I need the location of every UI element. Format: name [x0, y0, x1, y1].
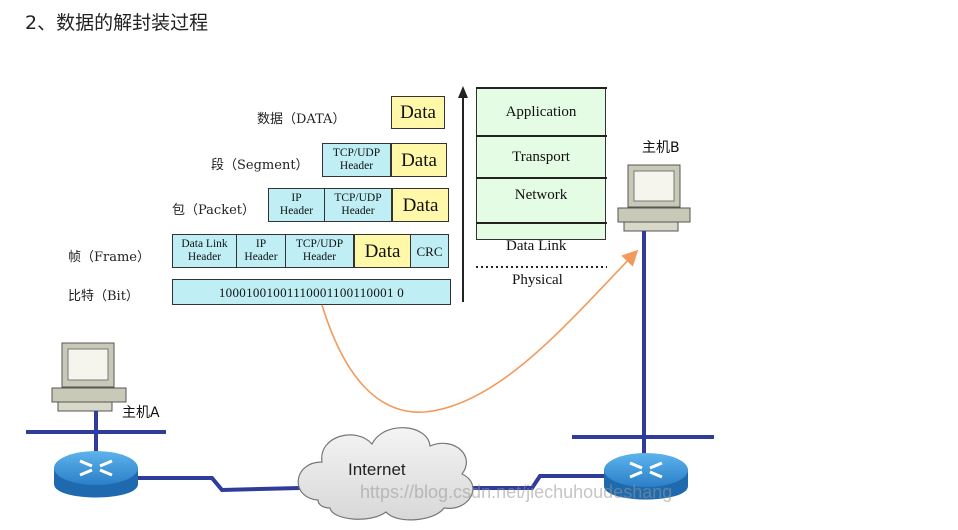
level-label-bit: 比特（Bit）: [68, 289, 139, 304]
wan-link-b: [458, 474, 604, 490]
data-cell: Data: [391, 96, 445, 129]
level-label-frame: 帧（Frame）: [68, 250, 151, 265]
computer-a-icon: [51, 342, 127, 412]
tcp-udp-header-cell: TCP/UDP Header: [322, 143, 391, 177]
ip-header-cell: IP Header: [268, 188, 325, 222]
layer-data-link-box: [476, 224, 606, 240]
level-label-packet: 包（Packet）: [172, 203, 255, 218]
layer-network: Network: [476, 179, 606, 222]
internet-label: Internet: [348, 460, 406, 479]
ip-header-cell: IP Header: [236, 234, 286, 268]
internet-cloud-icon: [297, 427, 474, 521]
bit-stream-cell: 10001001001110001100110001 0: [172, 279, 451, 305]
watermark: https://blog.csdn.net/jiechuhoudeshang: [360, 482, 673, 502]
host-b-label: 主机B: [642, 140, 680, 156]
tcp-udp-header-cell: TCP/UDP Header: [285, 234, 354, 268]
data-flow-arrow: [321, 249, 639, 413]
tcp-udp-header-cell: TCP/UDP Header: [324, 188, 392, 222]
wan-link-a: [138, 476, 301, 493]
data-cell: Data: [391, 143, 447, 177]
layer-transport: Transport: [476, 137, 606, 177]
router-b-icon: [604, 453, 688, 500]
router-a-icon: [54, 451, 138, 498]
layer-application: Application: [476, 89, 606, 135]
layer-physical-label: Physical: [512, 272, 563, 288]
layer-divider: [476, 135, 607, 137]
layer-divider: [476, 87, 607, 89]
layer-data-link-label: Data Link: [506, 238, 567, 254]
level-label-data: 数据（DATA）: [257, 112, 346, 127]
page-title: 2、数据的解封装过程: [25, 12, 209, 34]
crc-cell: CRC: [410, 234, 449, 268]
upward-arrow: [458, 86, 468, 302]
data-link-header-cell: Data Link Header: [172, 234, 237, 268]
host-a-label: 主机A: [122, 405, 160, 421]
layer-divider: [476, 177, 607, 179]
layer-divider: [476, 222, 607, 224]
level-label-segment: 段（Segment）: [211, 158, 309, 173]
computer-b-icon: [617, 164, 691, 232]
data-cell: Data: [354, 234, 411, 268]
data-cell: Data: [392, 188, 449, 222]
